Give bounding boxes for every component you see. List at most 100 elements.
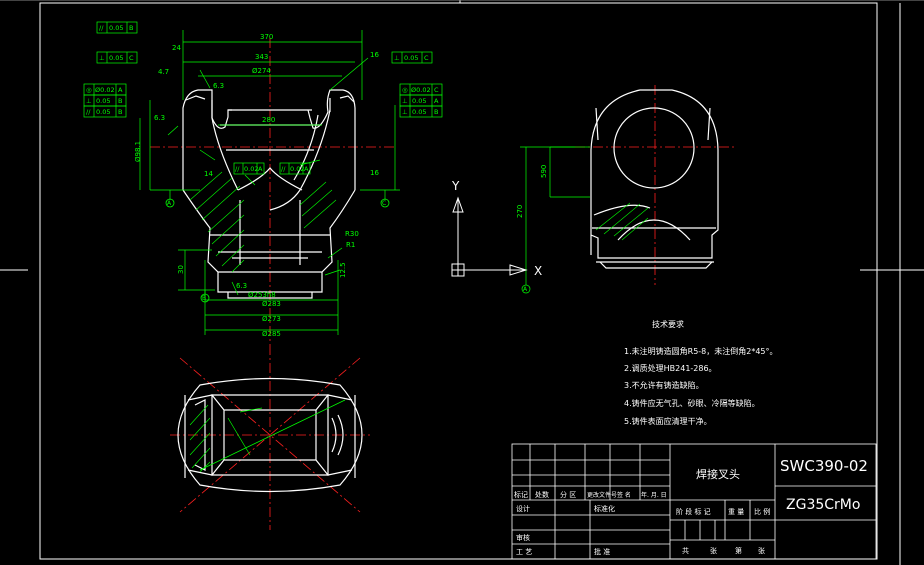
ucs-axis-icon: [451, 196, 528, 277]
approval-standard: 标准化: [594, 504, 615, 513]
svg-text:⊥: ⊥: [394, 54, 400, 62]
tech-requirement-1: 1.未注明铸造圆角R5-8，未注倒角2*45°。: [624, 346, 778, 356]
rev-header-4: 更改文件号: [587, 491, 617, 499]
tech-requirements-heading: 技术要求: [652, 319, 684, 329]
front-view-centerlines: [150, 38, 395, 345]
datum-label-a: A: [167, 200, 172, 207]
side-view-dimensions: [520, 146, 590, 294]
svg-text:A: A: [304, 165, 309, 173]
front-view-datums: [165, 198, 390, 303]
svg-text:A: A: [118, 86, 123, 94]
tech-requirements: 技术要求 1.未注明铸造圆角R5-8，未注倒角2*45°。 2.调质处理HB24…: [624, 319, 778, 426]
dim-small-8: R30: [345, 230, 359, 238]
part-name: 焊接叉头: [696, 467, 740, 481]
sheet-total-unit: 张: [710, 546, 717, 555]
rev-header-2: 处数: [535, 490, 549, 499]
svg-text:0.02: 0.02: [244, 165, 258, 173]
svg-text:0.05: 0.05: [412, 97, 426, 105]
dim-inner-width: 343: [255, 53, 268, 61]
dim-small-2: 4.7: [158, 68, 169, 76]
svg-text://: //: [235, 165, 240, 173]
svg-text:A: A: [258, 165, 263, 173]
tol-frame-5: // 0.05 B: [83, 105, 127, 118]
top-view: [170, 345, 370, 530]
dim-small-3: 6.3: [154, 114, 165, 122]
rev-header-1: 标记: [514, 490, 528, 499]
tol-frame-8: ⊥ 0.05 A: [399, 94, 443, 107]
dim-small-7: 16: [370, 169, 379, 177]
tolerance-frames: // 0.05 B ⊥ 0.05 C ◎ Ø0.02 A: [83, 21, 443, 175]
svg-text:0.05: 0.05: [109, 54, 123, 62]
tol-frame-9: ⊥ 0.05 B: [399, 105, 443, 118]
svg-text:A: A: [434, 97, 439, 105]
stage-header-3: 比 例: [754, 507, 770, 516]
dim-small-6: 14: [204, 170, 213, 178]
svg-text:0.05: 0.05: [404, 54, 418, 62]
tech-requirement-4: 4.铸件应无气孔、砂眼、冷隔等缺陷。: [624, 398, 760, 408]
svg-text:C: C: [434, 86, 439, 94]
top-view-hatch: [189, 404, 211, 473]
top-view-outline: [177, 377, 363, 493]
axis-label-y: Y: [451, 179, 460, 193]
svg-text:C: C: [129, 54, 134, 62]
rev-header-6: 年. 月. 日: [641, 491, 667, 499]
stage-header-2: 重 量: [728, 508, 744, 516]
svg-text:0.05: 0.05: [109, 24, 123, 32]
side-view: [520, 85, 735, 294]
datum-label-side: A: [523, 286, 528, 293]
tol-frame-3: ◎ Ø0.02 A: [83, 83, 127, 96]
dim-side-height: 590: [540, 165, 548, 178]
sheet-num-unit: 张: [758, 546, 765, 555]
tech-requirement-2: 2.调质处理HB241-286。: [624, 363, 717, 373]
dim-small-9: 6.3: [236, 282, 247, 290]
dim-small-13: 16: [370, 51, 379, 59]
front-view-dimensions: [139, 30, 400, 335]
side-view-hatch: [595, 202, 649, 241]
approval-process: 工 艺: [516, 548, 532, 556]
svg-text:⊥: ⊥: [86, 97, 92, 105]
svg-text:◎: ◎: [402, 86, 408, 94]
svg-text:⊥: ⊥: [99, 54, 105, 62]
tol-frame-10: // 0.02 A: [233, 162, 265, 175]
rev-header-3: 分 区: [560, 490, 576, 499]
approval-design: 设计: [516, 504, 530, 513]
svg-text:B: B: [129, 24, 133, 32]
tech-requirement-3: 3.不允许有铸造缺陷。: [624, 380, 704, 390]
svg-text:⊥: ⊥: [402, 108, 408, 116]
svg-text:0.05: 0.05: [412, 108, 426, 116]
front-view-outline: [182, 89, 356, 299]
tech-requirement-5: 5.铸件表面应清理干净。: [624, 416, 712, 426]
title-block: [511, 443, 877, 560]
sheet-num-label: 第: [735, 546, 742, 555]
drawing-number: SWC390-02: [780, 457, 868, 475]
svg-text://: //: [99, 24, 104, 32]
svg-text:B: B: [118, 97, 122, 105]
top-view-dimensions: [199, 399, 346, 471]
dim-boss-dia: Ø283: [262, 300, 281, 308]
rev-header-5: 签 名: [617, 491, 631, 499]
svg-text:⊥: ⊥: [402, 97, 408, 105]
side-view-outline: [590, 89, 719, 269]
dim-side-height-2: 270: [516, 205, 524, 218]
front-view-hatch: [189, 171, 337, 273]
dim-slot-width: 280: [262, 116, 275, 124]
sheet-total-label: 共: [682, 546, 689, 555]
svg-text:◎: ◎: [86, 86, 92, 94]
material: ZG35CrMo: [786, 497, 860, 513]
tol-frame-1: // 0.05 B: [96, 21, 138, 34]
svg-text://: //: [86, 108, 91, 116]
stage-header-1: 阶 段 标 记: [676, 507, 711, 516]
dim-small-11: 12.5: [339, 262, 347, 278]
axis-label-x: X: [534, 264, 542, 278]
tol-frame-2: ⊥ 0.05 C: [96, 51, 138, 64]
tol-frame-7: ◎ Ø0.02 C: [399, 83, 443, 96]
svg-text:B: B: [434, 108, 438, 116]
tol-frame-6: ⊥ 0.05 C: [391, 51, 433, 64]
svg-text:B: B: [118, 108, 122, 116]
dim-bore: Ø274: [252, 67, 271, 75]
svg-text:0.05: 0.05: [96, 108, 110, 116]
dim-flange-outer: Ø285: [262, 330, 281, 338]
